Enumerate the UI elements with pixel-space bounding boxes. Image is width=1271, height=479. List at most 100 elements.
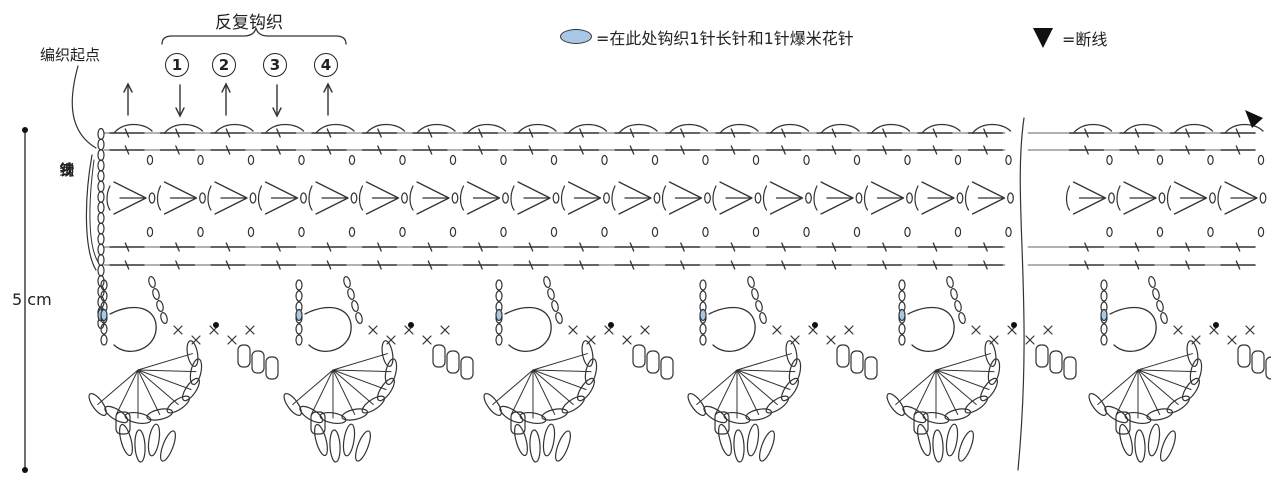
petal-stitch — [166, 395, 191, 414]
petal-stitch — [283, 393, 302, 417]
chain-stitch — [502, 192, 509, 204]
popcorn-stitch — [714, 411, 730, 435]
petal-stem — [137, 369, 179, 406]
petal-stitch — [932, 429, 944, 463]
sc-tick — [882, 242, 887, 252]
popcorn-stitch — [460, 356, 474, 380]
sc-cross — [173, 325, 183, 335]
scallop-chain — [759, 312, 767, 324]
popcorn-stitch — [1115, 411, 1131, 435]
top-scallop — [1123, 123, 1163, 134]
petal-stitch — [541, 408, 569, 421]
foundation-chain — [97, 159, 105, 172]
fan-arc — [1065, 185, 1071, 211]
sc-tick — [629, 242, 635, 252]
petal-stitch — [987, 358, 1001, 386]
scallop-chain — [347, 288, 355, 300]
scallop-chain — [950, 288, 958, 300]
top-scallop — [264, 123, 305, 134]
sc-cross — [368, 325, 378, 335]
top-scallop — [315, 123, 355, 134]
row-marker-2: 2 — [212, 53, 236, 77]
fan-arc — [762, 185, 768, 211]
sc-cross — [404, 325, 414, 335]
measure-dot — [22, 467, 28, 473]
petal-stitch — [124, 411, 152, 425]
sc-tick — [579, 242, 584, 252]
scallop-chain — [699, 301, 707, 313]
chain-stitch — [146, 226, 154, 238]
petal-stem — [492, 369, 534, 406]
chain-stitch — [904, 226, 911, 238]
scallop-chain — [551, 300, 559, 312]
top-scallop — [365, 123, 406, 134]
fan-arc — [1116, 185, 1121, 211]
row-marker-3: 3 — [263, 53, 287, 77]
sc-tick — [629, 145, 635, 155]
fan-arc — [1166, 185, 1172, 211]
petal-stem — [532, 369, 574, 406]
chain-stitch — [247, 226, 255, 238]
sc-tick — [427, 128, 433, 138]
fan-stitch — [668, 181, 703, 215]
top-scallop — [214, 123, 254, 134]
sc-tick — [983, 128, 988, 138]
petal-stitch — [781, 377, 799, 402]
chain-stitch — [1257, 154, 1265, 166]
start-pointer — [71, 65, 97, 149]
fan-arc — [156, 185, 162, 211]
sc-cross — [1245, 325, 1255, 335]
sc-tick — [680, 242, 685, 252]
sc-tick — [680, 145, 685, 155]
sc-tick — [730, 242, 736, 252]
scallop-cup — [304, 306, 352, 352]
sc-tick — [427, 242, 433, 252]
scallop-chain — [1100, 290, 1108, 302]
sc-tick — [1084, 128, 1089, 138]
chain-stitch — [500, 226, 507, 238]
slip-stitch — [1213, 322, 1219, 328]
petal-stitch — [160, 430, 176, 462]
chain-stitch — [651, 154, 659, 166]
sc-cross — [640, 325, 650, 335]
sc-cross — [844, 325, 854, 335]
sc-cross — [772, 325, 782, 335]
sc-cross — [568, 325, 578, 335]
sc-tick — [478, 145, 483, 155]
chain-stitch — [853, 154, 861, 166]
chain-note-char: 钩 — [59, 161, 75, 179]
foundation-chain — [97, 190, 105, 204]
chain-stitch — [855, 192, 863, 204]
scallop-highlight — [295, 308, 303, 322]
sc-tick — [629, 128, 635, 138]
scallop-chain — [699, 312, 707, 324]
petal-stitch — [958, 430, 974, 462]
popcorn-stitch — [251, 350, 265, 374]
fan-arc — [409, 185, 414, 211]
chain-stitch — [350, 192, 358, 204]
slip-stitch — [1011, 322, 1017, 328]
petal-stitch — [1186, 340, 1199, 368]
slip-stitch — [213, 322, 219, 328]
petal-stitch — [355, 430, 371, 462]
petal-stem — [935, 353, 992, 371]
sc-tick — [882, 128, 887, 138]
fan-arc — [560, 185, 566, 211]
fan-arc — [813, 185, 818, 211]
chain-stitch — [603, 192, 610, 204]
measure-dot — [22, 127, 28, 133]
petal-stem — [332, 369, 356, 416]
scallop-chain — [495, 334, 503, 346]
petal-stitch — [384, 358, 398, 386]
fan-stitch — [567, 181, 602, 215]
sc-tick — [1185, 260, 1190, 270]
sc-tick — [1185, 128, 1190, 138]
chain-stitch — [348, 154, 356, 166]
sc-tick — [730, 145, 736, 155]
petal-stem — [1115, 369, 1139, 416]
sc-cross — [604, 325, 614, 335]
petal-stem — [913, 369, 937, 416]
popcorn-stitch — [660, 356, 674, 380]
scallop-chain — [495, 290, 503, 302]
